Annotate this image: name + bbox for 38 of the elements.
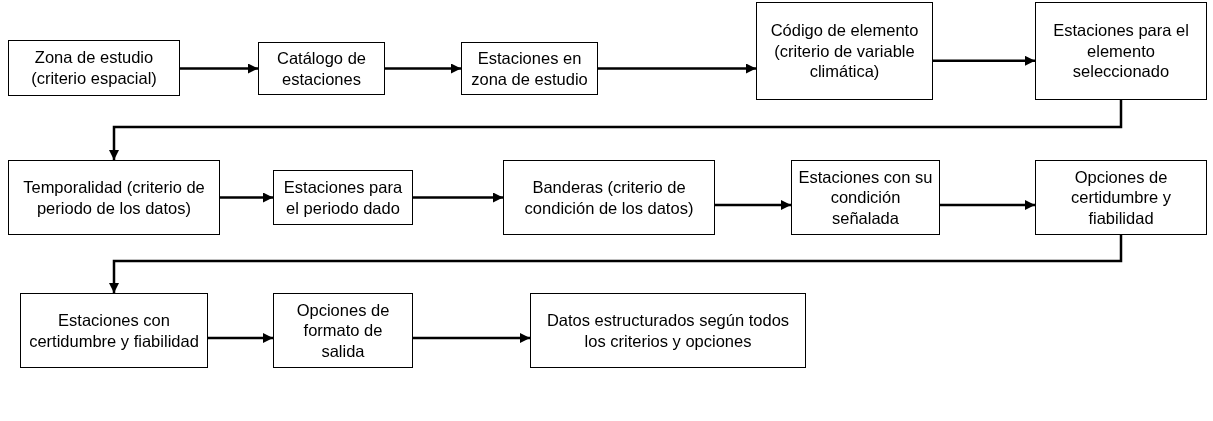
arrow — [715, 200, 791, 210]
process-box — [1035, 160, 1207, 235]
process-box — [461, 42, 598, 95]
box-label: Código de elemento (criterio de variable climática) — [769, 20, 920, 82]
box-label: Estaciones con certidumbre y fiabilidad — [28, 309, 200, 352]
arrow — [208, 333, 273, 343]
box-label: Datos estructurados según todos los criterios y opciones — [545, 309, 791, 352]
arrow — [385, 63, 461, 74]
arrow — [940, 200, 1035, 210]
box-label: Banderas (criterio de condición de los datos) — [523, 176, 695, 219]
arrow — [220, 192, 273, 203]
process-box — [20, 293, 208, 368]
process-box — [503, 160, 715, 235]
box-label: Estaciones para el periodo dado — [282, 176, 404, 219]
box-label: Opciones de formato de salida — [295, 299, 391, 362]
process-box — [791, 160, 940, 235]
process-box — [8, 40, 180, 96]
arrow — [180, 63, 258, 74]
box-label: Estaciones en zona de estudio — [470, 47, 589, 90]
box-label: Opciones de certidumbre y fiabilidad — [1070, 166, 1172, 229]
box-label: Estaciones con su condición señalada — [798, 166, 933, 229]
arrow — [933, 55, 1035, 66]
arrow — [413, 333, 530, 343]
box-label: Temporalidad (criterio de periodo de los datos) — [22, 176, 206, 219]
box-label: Catálogo de estaciones — [276, 47, 367, 90]
process-box — [273, 293, 413, 368]
process-box — [8, 160, 220, 235]
arrow — [109, 235, 1123, 293]
box-label: Zona de estudio (criterio espacial) — [30, 47, 158, 89]
process-box — [258, 42, 385, 95]
process-box — [1035, 2, 1207, 100]
box-label: Estaciones para el elemento seleccionado — [1052, 20, 1190, 82]
arrow — [109, 100, 1123, 160]
arrow — [598, 63, 756, 74]
process-box — [756, 2, 933, 100]
process-box — [530, 293, 806, 368]
arrow — [413, 192, 503, 203]
process-box — [273, 170, 413, 225]
